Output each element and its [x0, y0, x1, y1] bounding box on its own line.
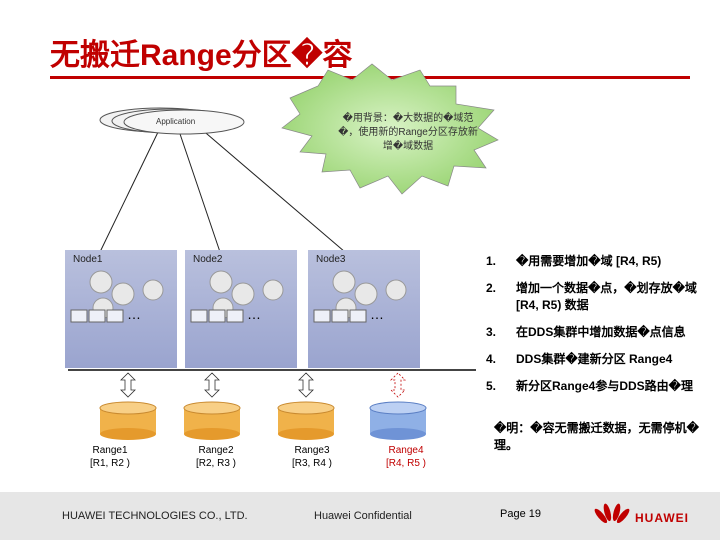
node-graphics [313, 270, 407, 323]
callout-starburst [281, 63, 499, 195]
link-app-node2 [177, 127, 221, 253]
range-arrows [120, 372, 314, 398]
page-number: Page 19 [500, 508, 541, 520]
range4-label: Range4 [R4, R5 ) [385, 445, 426, 469]
node-label: Node3 [316, 254, 346, 265]
gear-icon [89, 270, 113, 294]
gear-icon [231, 282, 255, 306]
list-item: 3.在DDS集群中增加数据�点信息 [486, 325, 686, 339]
node-graphics [190, 270, 284, 323]
steps-list: 1.�用需要增加�域 [R4, R5) 2.增加一个数据�点，�划存放�域[R4… [486, 253, 710, 405]
list-item: 1.�用需要增加�域 [R4, R5) [486, 254, 662, 268]
huawei-logo-text: HUAWEI [635, 511, 689, 525]
link-app-node1 [99, 127, 161, 253]
ellipsis: … [370, 306, 384, 322]
range3-cylinder [277, 401, 335, 440]
range2-cylinder [183, 401, 241, 440]
ellipsis: … [127, 306, 141, 322]
huawei-logo-icon [594, 503, 630, 524]
node-graphics [70, 270, 164, 323]
application-label: Application [156, 117, 196, 126]
note-text: �明：�容无需搬迁数据，无需停机�理。 [494, 421, 699, 452]
application-stack [99, 107, 245, 135]
gear-icon [354, 282, 378, 306]
list-item: 5.新分区Range4参与DDS路由�理 [486, 379, 693, 393]
connection-lines [99, 127, 346, 253]
gear-icon [262, 279, 284, 301]
page-title: 无搬迁Range分区�容 [50, 39, 353, 72]
list-item: 4.DDS集群�建新分区 Range4 [486, 352, 673, 366]
footer-company: HUAWEI TECHNOLOGIES CO., LTD. [62, 510, 248, 522]
footer-confidential: Huawei Confidential [314, 510, 412, 522]
gear-icon [385, 279, 407, 301]
node-3: Node3 … [308, 250, 420, 368]
node-2: Node2 … [185, 250, 297, 368]
range3-label: Range3 [R3, R4 ) [291, 445, 332, 469]
range4-cylinder [369, 401, 427, 440]
link-app-node3 [199, 127, 346, 253]
node-1: Node1 … [65, 250, 177, 368]
list-item: 2.增加一个数据�点，�划存放�域[R4, R5) 数据 [486, 281, 697, 312]
gear-icon [209, 270, 233, 294]
gear-icon [142, 279, 164, 301]
range4-arrow [390, 372, 406, 398]
node-label: Node2 [193, 254, 223, 265]
gear-icon [111, 282, 135, 306]
range2-label: Range2 [R2, R3 ) [195, 445, 236, 469]
range1-cylinder [99, 401, 157, 440]
callout-text: �用背景：�大数据的�域范�，使用新的Range分区存放新增�域数据 [338, 113, 478, 152]
ellipsis: … [247, 306, 261, 322]
node-label: Node1 [73, 254, 103, 265]
range-cylinders [99, 401, 427, 440]
range1-label: Range1 [R1, R2 ) [89, 445, 130, 469]
gear-icon [332, 270, 356, 294]
